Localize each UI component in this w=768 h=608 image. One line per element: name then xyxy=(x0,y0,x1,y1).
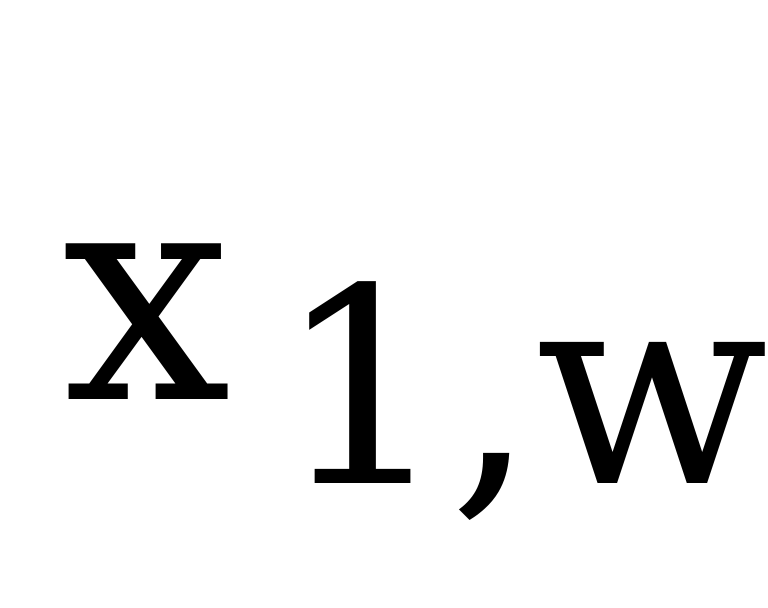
variable-subscript: 1,w xyxy=(276,232,768,548)
variable-base: x xyxy=(62,121,232,470)
